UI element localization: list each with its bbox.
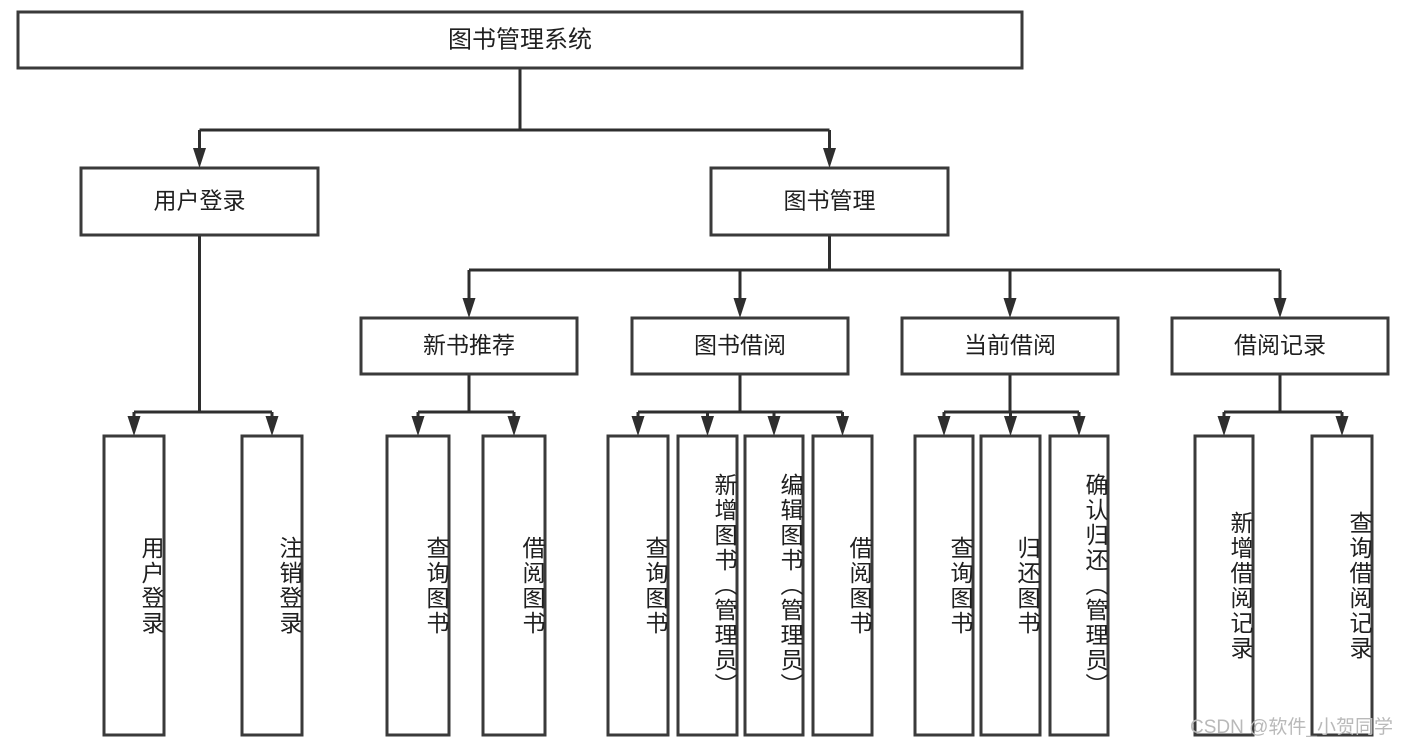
node-borrow-record-rect[interactable] — [1170, 316, 1390, 376]
node-leaf-query-book-current[interactable] — [913, 434, 975, 737]
node-leaf-query-book-recommend-rect[interactable] — [385, 434, 451, 737]
borrow-record-arrow-1 — [1335, 412, 1349, 436]
node-borrow-record[interactable]: 借阅记录 — [1170, 316, 1390, 376]
node-leaf-query-book-current-rect[interactable] — [913, 434, 975, 737]
node-current-borrow-label: 当前借阅 — [964, 332, 1056, 358]
node-leaf-confirm-return[interactable] — [1048, 434, 1110, 737]
node-new-book-recommend-rect[interactable] — [359, 316, 579, 376]
node-leaf-confirm-return-rect[interactable] — [1048, 434, 1110, 737]
borrow-record-arrow-0 — [1217, 412, 1231, 436]
node-borrow-record-label: 借阅记录 — [1234, 332, 1326, 358]
node-leaf-user-login[interactable] — [102, 434, 166, 737]
node-book-borrow-rect[interactable] — [630, 316, 850, 376]
node-user-login[interactable]: 用户登录 — [79, 166, 320, 237]
node-leaf-borrow-book-recommend-rect[interactable] — [481, 434, 547, 737]
node-leaf-borrow-book-rect[interactable] — [811, 434, 874, 737]
root-arrow-0 — [193, 130, 206, 168]
node-leaf-borrow-book[interactable] — [811, 434, 874, 737]
node-leaf-add-borrow-record-rect[interactable] — [1193, 434, 1255, 737]
node-leaf-edit-book[interactable] — [743, 434, 805, 737]
node-leaf-query-borrow-record-rect[interactable] — [1310, 434, 1374, 737]
node-leaf-query-borrow-record[interactable] — [1310, 434, 1374, 737]
node-user-login-label: 用户登录 — [154, 188, 246, 214]
node-book-borrow-label: 图书借阅 — [694, 332, 786, 358]
book-management-arrow-0 — [462, 270, 476, 318]
new-book-recommend-arrow-0 — [411, 412, 425, 436]
node-leaf-user-login-rect[interactable] — [102, 434, 166, 737]
node-leaf-query-book-borrow-rect[interactable] — [606, 434, 670, 737]
node-book-management-label: 图书管理 — [784, 188, 876, 214]
node-leaf-logout-rect[interactable] — [240, 434, 304, 737]
node-new-book-recommend-label: 新书推荐 — [423, 332, 515, 358]
new-book-recommend-arrow-1 — [507, 412, 521, 436]
book-borrow-arrow-2 — [767, 412, 781, 436]
node-leaf-return-book-rect[interactable] — [979, 434, 1042, 737]
node-leaf-add-borrow-record[interactable] — [1193, 434, 1255, 737]
node-book-management[interactable]: 图书管理 — [709, 166, 950, 237]
node-leaf-edit-book-rect[interactable] — [743, 434, 805, 737]
node-leaf-add-book[interactable] — [676, 434, 739, 737]
node-root-root-label: 图书管理系统 — [448, 26, 592, 53]
node-root-root-rect[interactable] — [16, 10, 1024, 70]
node-leaf-return-book[interactable] — [979, 434, 1042, 737]
current-borrow-arrow-0 — [937, 412, 951, 436]
book-borrow-arrow-0 — [631, 412, 645, 436]
node-root-root[interactable]: 图书管理系统 — [16, 10, 1024, 70]
node-current-borrow-rect[interactable] — [900, 316, 1120, 376]
node-new-book-recommend[interactable]: 新书推荐 — [359, 316, 579, 376]
watermark-text: CSDN @软件_小贺同学 — [1190, 717, 1393, 738]
user-login-arrow-1 — [265, 412, 279, 436]
book-borrow-arrow-3 — [836, 412, 849, 436]
current-borrow-arrow-2 — [1072, 412, 1086, 436]
book-borrow-arrow-1 — [701, 412, 714, 436]
node-leaf-borrow-book-recommend[interactable] — [481, 434, 547, 737]
connectors-layer — [127, 68, 1349, 436]
node-leaf-query-book-recommend[interactable] — [385, 434, 451, 737]
node-current-borrow[interactable]: 当前借阅 — [900, 316, 1120, 376]
node-leaf-add-book-rect[interactable] — [676, 434, 739, 737]
node-book-management-rect[interactable] — [709, 166, 950, 237]
book-management-arrow-2 — [1003, 270, 1017, 318]
node-user-login-rect[interactable] — [79, 166, 320, 237]
user-login-arrow-0 — [127, 412, 141, 436]
node-leaf-query-book-borrow[interactable] — [606, 434, 670, 737]
node-book-borrow[interactable]: 图书借阅 — [630, 316, 850, 376]
node-leaf-logout[interactable] — [240, 434, 304, 737]
current-borrow-arrow-1 — [1004, 412, 1017, 436]
book-management-arrow-1 — [733, 270, 747, 318]
root-arrow-1 — [823, 130, 836, 168]
book-management-arrow-3 — [1273, 270, 1287, 318]
